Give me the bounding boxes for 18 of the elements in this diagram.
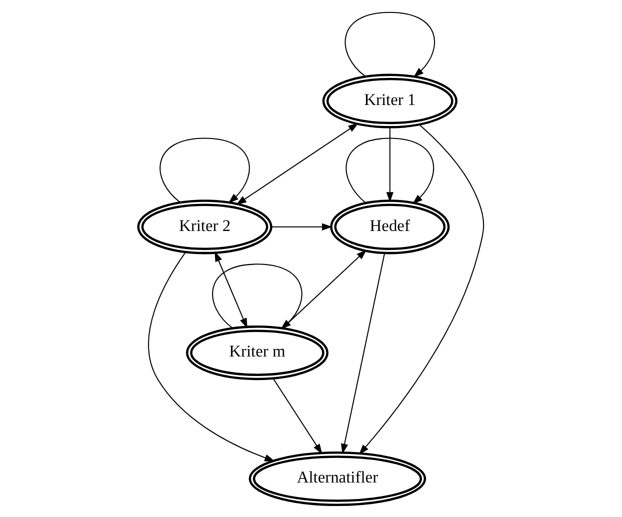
node-ellipse: Kriter 2 [137, 200, 272, 254]
arrow [358, 124, 484, 455]
node-ellipse: Kriter 1 [322, 74, 458, 128]
arrow [272, 223, 332, 231]
arrow [236, 123, 359, 205]
arrow [272, 378, 322, 454]
arrow [386, 127, 394, 202]
arrow [341, 252, 386, 454]
arrow [346, 138, 434, 204]
node-ellipse: Alternatifler [248, 451, 426, 506]
node-ellipse: Kriter m [186, 326, 328, 380]
arrow [282, 250, 367, 329]
arrow [148, 252, 275, 462]
arrow [212, 264, 302, 330]
arrow [214, 251, 248, 328]
arrow [160, 138, 250, 204]
arrow [344, 12, 435, 78]
node-ellipse: Hedef [330, 200, 450, 254]
